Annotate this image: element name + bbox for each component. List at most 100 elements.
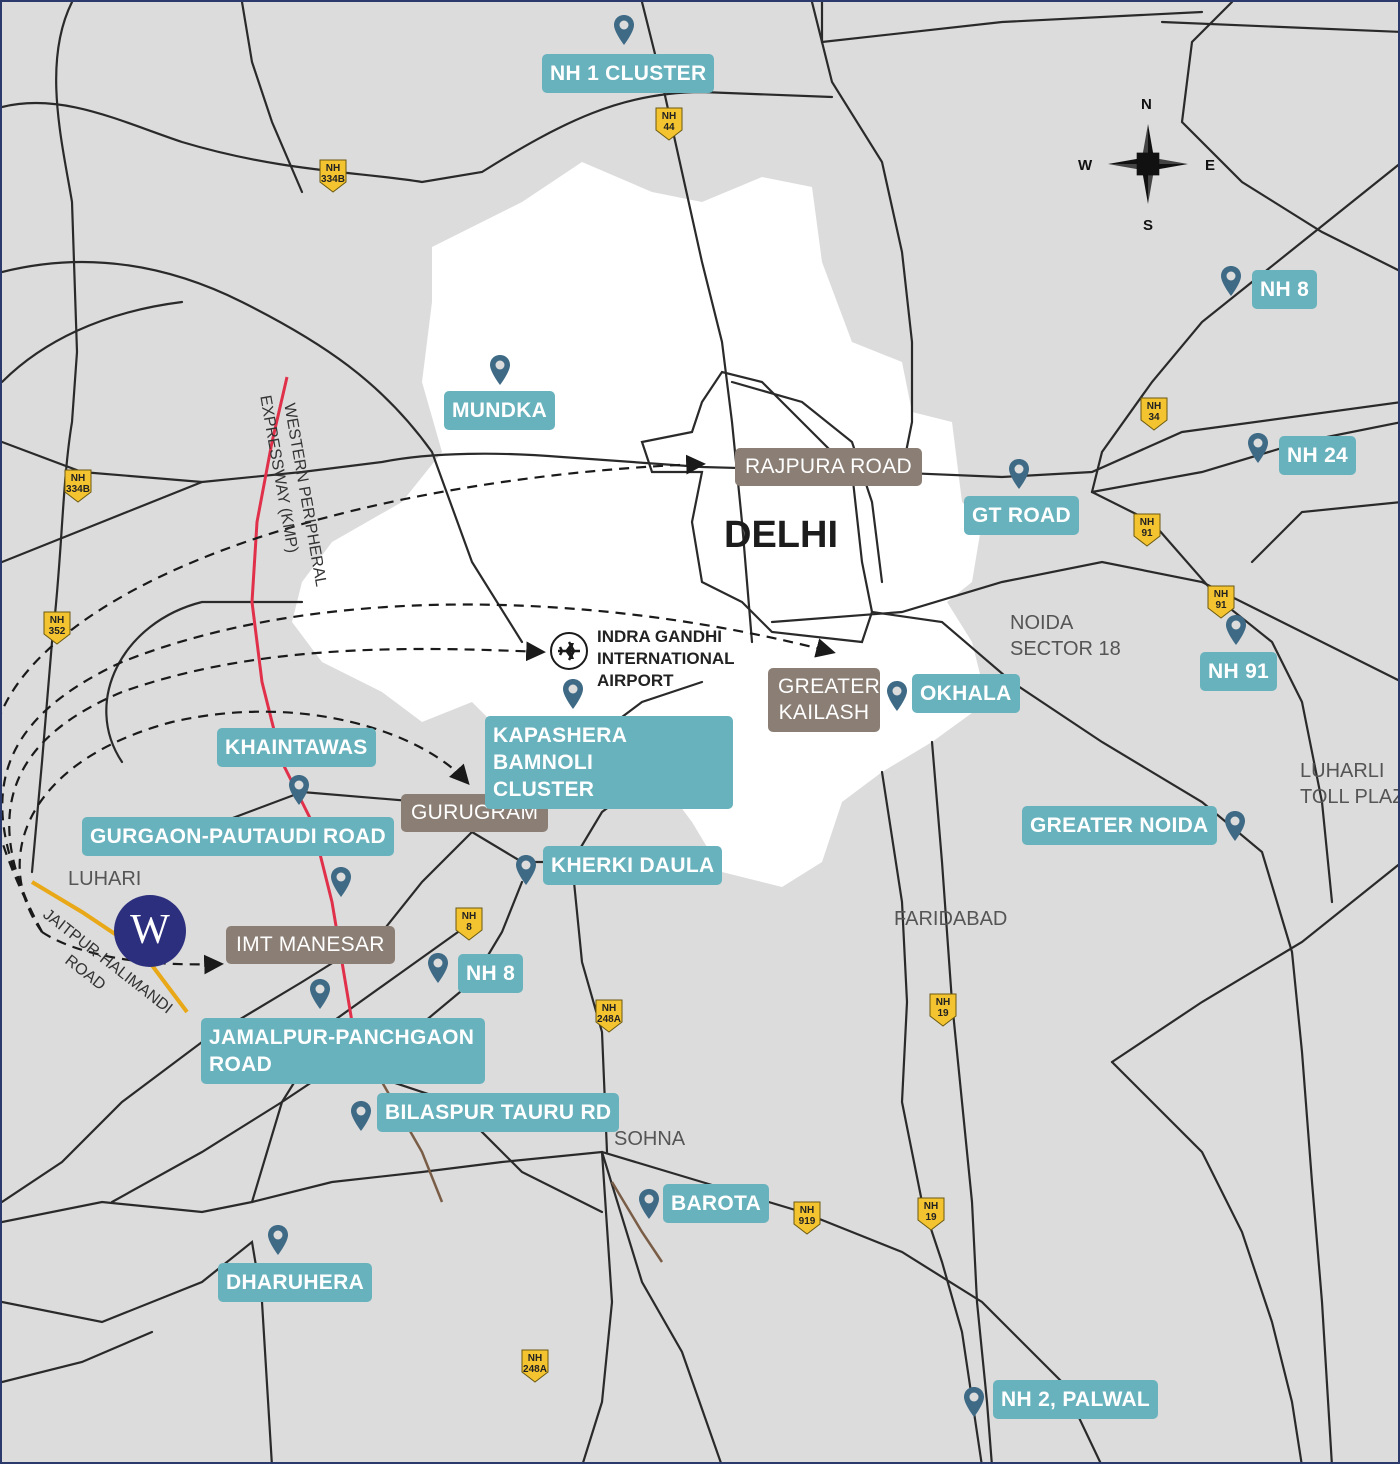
highway-shield-prefix: NH <box>601 1003 617 1014</box>
place-luharli-line2: TOLL PLAZ <box>1300 786 1400 808</box>
highway-shield-prefix: NH <box>325 163 341 174</box>
highway-shield-number: 19 <box>937 1008 949 1019</box>
label-nh24: NH 24 <box>1279 436 1357 475</box>
label-greater-kailash: GREATER KAILASH <box>768 668 880 732</box>
airport-label: INDRA GANDHI INTERNATIONAL AIRPORT <box>597 626 735 692</box>
label-imt-manesar: IMT MANESAR <box>226 926 395 964</box>
compass-east-label: E <box>1205 157 1216 174</box>
airplane-icon <box>550 632 588 670</box>
place-noida-line2: SECTOR 18 <box>1010 638 1121 660</box>
location-pin-icon <box>1225 614 1247 646</box>
project-logo: W <box>114 895 186 967</box>
compass-north-label: N <box>1141 96 1152 113</box>
label-bilaspur-tauru-rd: BILASPUR TAURU RD <box>377 1093 620 1132</box>
location-pin-icon <box>562 678 584 710</box>
place-sohna: SOHNA <box>614 1128 686 1150</box>
label-jamalpur-line2: ROAD <box>209 1053 273 1076</box>
highway-shield-prefix: NH <box>661 111 677 122</box>
label-gurgaon-pautaudi-road: GURGAON-PAUTAUDI ROAD <box>82 817 395 856</box>
label-greater-kailash-line2: KAILASH <box>778 701 870 724</box>
location-pin-icon <box>427 952 449 984</box>
location-pin-icon <box>288 774 310 806</box>
highway-shield-prefix: NH <box>49 615 65 626</box>
compass-west-label: W <box>1078 157 1093 174</box>
highway-shield-prefix: NH <box>1139 517 1155 528</box>
place-faridabad: FARIDABAD <box>894 908 1008 930</box>
label-jamalpur-panchgaon-road: JAMALPUR-PANCHGAON ROAD <box>201 1018 485 1084</box>
location-pin-icon <box>963 1386 985 1418</box>
label-greater-kailash-line1: GREATER <box>778 675 881 698</box>
label-rajpura-road: RAJPURA ROAD <box>735 448 922 486</box>
label-mundka: MUNDKA <box>444 391 556 430</box>
place-noida-line1: NOIDA <box>1010 612 1074 634</box>
location-pin-icon <box>309 978 331 1010</box>
label-greater-noida: GREATER NOIDA <box>1022 806 1217 845</box>
highway-shield-prefix: NH <box>1213 589 1229 600</box>
place-luharli-toll: LUHARLI TOLL PLAZ <box>1300 758 1400 810</box>
label-kapashera-bamnoli: KAPASHERA BAMNOLI CLUSTER <box>485 716 733 809</box>
highway-shield-prefix: NH <box>935 997 951 1008</box>
airport-label-line2: INTERNATIONAL <box>597 649 735 668</box>
highway-shield-number: 248A <box>597 1014 621 1025</box>
city-label-delhi: DELHI <box>724 514 838 556</box>
highway-shield-number: 19 <box>925 1212 937 1223</box>
compass-south-label: S <box>1143 217 1154 234</box>
highway-shield-prefix: NH <box>1146 401 1162 412</box>
label-kherki-daula: KHERKI DAULA <box>543 846 723 885</box>
airport-label-line1: INDRA GANDHI <box>597 627 722 646</box>
highway-shield-prefix: NH <box>527 1353 543 1364</box>
label-nh8-ne: NH 8 <box>1252 270 1318 309</box>
location-pin-icon <box>1220 265 1242 297</box>
location-pin-icon <box>1224 810 1246 842</box>
airport-label-line3: AIRPORT <box>597 671 674 690</box>
place-luhari: LUHARI <box>68 868 142 890</box>
highway-shield-number: 8 <box>466 922 472 933</box>
highway-shield-number: 91 <box>1215 600 1227 611</box>
label-jamalpur-line1: JAMALPUR-PANCHGAON <box>209 1026 475 1049</box>
location-pin-icon <box>886 680 908 712</box>
highway-shield-prefix: NH <box>461 911 477 922</box>
label-kapashera-line1: KAPASHERA BAMNOLI <box>493 724 627 774</box>
highway-shield-number: 352 <box>48 626 66 637</box>
highway-shield-number: 334B <box>321 174 345 185</box>
highway-shield-prefix: NH <box>923 1201 939 1212</box>
label-nh1-cluster: NH 1 CLUSTER <box>542 54 715 93</box>
label-khaintawas: KHAINTAWAS <box>217 728 376 767</box>
highway-shield-number: 91 <box>1141 528 1153 539</box>
place-luharli-line1: LUHARLI <box>1300 760 1385 782</box>
label-nh91: NH 91 <box>1200 652 1278 691</box>
highway-shield-prefix: NH <box>70 473 86 484</box>
location-pin-icon <box>1008 458 1030 490</box>
location-pin-icon <box>638 1188 660 1220</box>
location-pin-icon <box>515 854 537 886</box>
label-okhala: OKHALA <box>912 674 1020 713</box>
location-pin-icon <box>1247 432 1269 464</box>
label-dharuhera: DHARUHERA <box>218 1263 373 1302</box>
highway-shield-number: 334B <box>66 484 90 495</box>
highway-shield-number: 919 <box>798 1216 816 1227</box>
location-pin-icon <box>267 1224 289 1256</box>
label-kapashera-line2: CLUSTER <box>493 778 595 801</box>
location-pin-icon <box>330 866 352 898</box>
location-pin-icon <box>613 14 635 46</box>
label-nh2-palwal: NH 2, PALWAL <box>993 1380 1159 1419</box>
label-nh8-sw: NH 8 <box>458 954 524 993</box>
place-noida: NOIDA SECTOR 18 <box>1010 610 1121 662</box>
location-pin-icon <box>489 354 511 386</box>
label-gt-road: GT ROAD <box>964 496 1079 535</box>
highway-shield-number: 44 <box>663 122 675 133</box>
